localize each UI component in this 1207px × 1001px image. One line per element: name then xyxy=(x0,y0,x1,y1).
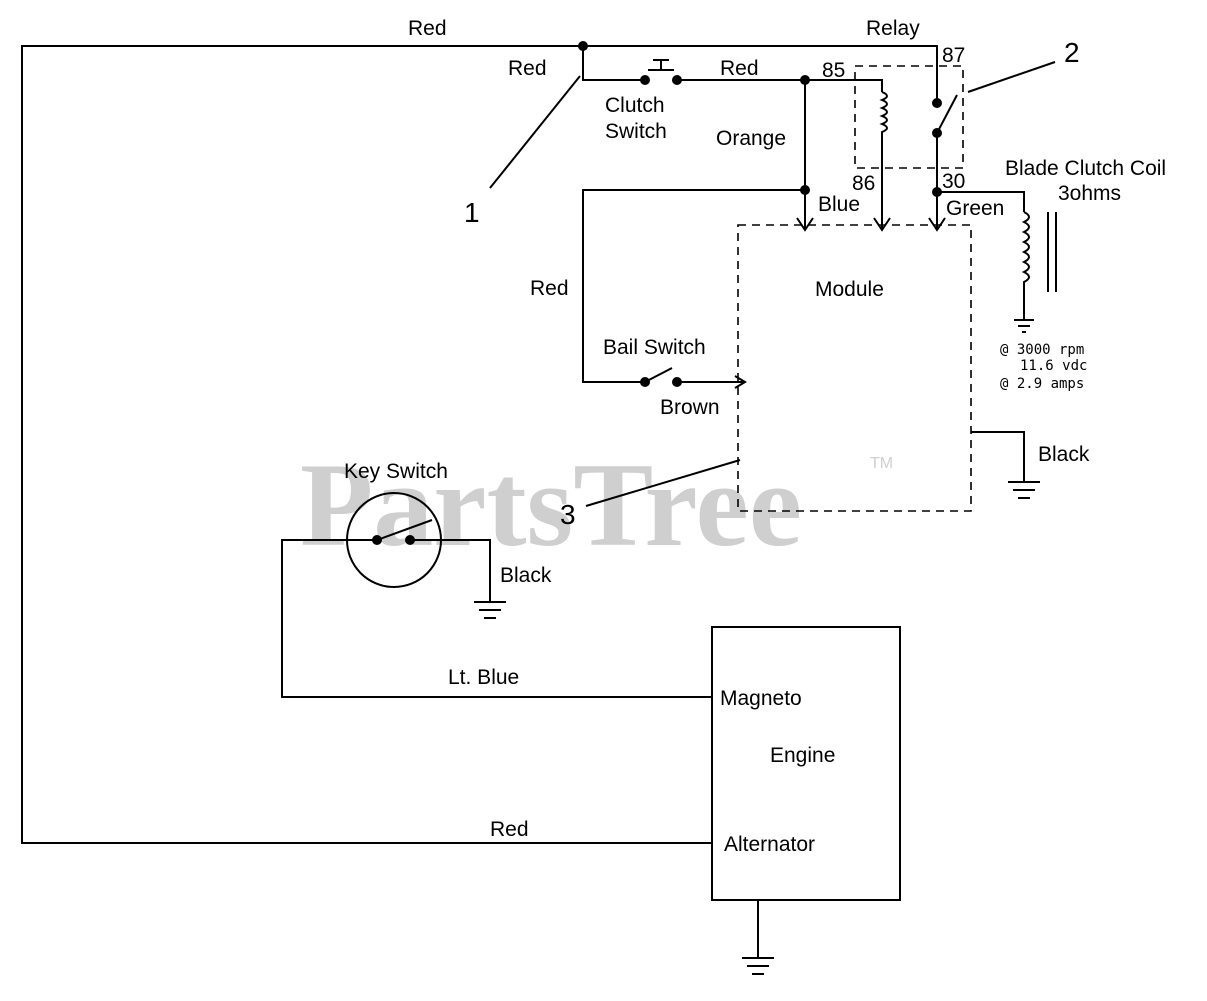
module-ground-icon xyxy=(1008,481,1040,499)
callout-1-leader xyxy=(489,75,581,189)
label-bail-switch: Bail Switch xyxy=(603,336,706,359)
label-red-85: Red xyxy=(720,57,759,80)
module-box xyxy=(737,224,972,512)
watermark-trademark: TM xyxy=(870,455,893,472)
label-pin-30: 30 xyxy=(942,170,965,193)
relay-box xyxy=(854,65,964,169)
relay-coil-icon xyxy=(879,91,888,228)
label-switch: Switch xyxy=(605,120,667,143)
label-3ohms: 3ohms xyxy=(1058,182,1121,205)
label-orange: Orange xyxy=(716,127,786,150)
callout-1: 1 xyxy=(464,197,480,228)
label-relay: Relay xyxy=(866,17,920,40)
engine-ground-icon xyxy=(742,957,774,975)
label-green: Green xyxy=(946,197,1004,220)
callout-2-leader xyxy=(967,61,1056,93)
spec-rpm: @ 3000 rpm xyxy=(1000,342,1084,358)
label-red-clutch: Red xyxy=(508,57,547,80)
label-clutch: Clutch xyxy=(605,94,665,117)
label-engine: Engine xyxy=(770,744,835,767)
label-alternator: Alternator xyxy=(724,833,815,856)
coil-core-icon xyxy=(1047,212,1057,292)
clutch-switch-terminal-b xyxy=(672,75,682,85)
label-pin-85: 85 xyxy=(822,59,845,82)
key-switch-arm xyxy=(376,519,433,541)
label-module: Module xyxy=(815,278,884,301)
green-wire xyxy=(937,191,1025,212)
bail-switch-terminal-b xyxy=(672,377,682,387)
label-red-bail: Red xyxy=(530,277,569,300)
spec-amps: @ 2.9 amps xyxy=(1000,376,1084,392)
relay-switch-arm xyxy=(936,94,958,134)
arrow-blue xyxy=(796,217,814,232)
clutch-switch-button-icon xyxy=(648,59,674,71)
module-black-wire xyxy=(971,431,1025,482)
label-key-black: Black xyxy=(500,564,552,587)
label-module-black: Black xyxy=(1038,443,1090,466)
bail-switch xyxy=(640,367,682,387)
red-to-clutch-wire xyxy=(582,46,643,81)
coil-ground-icon xyxy=(1014,319,1034,333)
clutch-switch-terminal-a xyxy=(640,75,650,85)
bail-switch-arm xyxy=(644,367,673,383)
label-pin-86: 86 xyxy=(852,172,875,195)
label-pin-87: 87 xyxy=(942,44,965,67)
label-top-red: Red xyxy=(408,17,447,40)
engine-box xyxy=(711,626,901,901)
red-bail-wire xyxy=(582,189,805,383)
label-brown: Brown xyxy=(660,396,720,419)
label-blue: Blue xyxy=(818,193,860,216)
callout-2: 2 xyxy=(1064,37,1080,68)
lt-blue-wire xyxy=(281,539,712,698)
label-key-switch: Key Switch xyxy=(344,460,448,483)
callout-3: 3 xyxy=(560,499,576,530)
label-blade-clutch: Blade Clutch Coil xyxy=(1005,157,1166,180)
wire-to-coil xyxy=(805,79,883,92)
key-black-wire xyxy=(410,539,491,602)
red-to-relay-87-wire xyxy=(583,45,938,100)
label-magneto: Magneto xyxy=(720,687,802,710)
clutch-switch xyxy=(640,59,682,85)
key-ground-icon xyxy=(474,601,506,619)
blade-clutch-coil-icon xyxy=(1021,211,1030,320)
callout-3-leader xyxy=(585,459,741,507)
brown-wire-arrow xyxy=(679,375,747,389)
spec-vdc: 11.6 vdc xyxy=(1020,358,1087,374)
red-main-wire xyxy=(21,45,712,844)
label-lt-blue: Lt. Blue xyxy=(448,666,519,689)
watermark: PartsTree xyxy=(300,438,802,571)
relay-contact-87 xyxy=(932,98,942,108)
arrow-86 xyxy=(873,217,891,232)
arrow-30 xyxy=(928,217,946,232)
label-bottom-red: Red xyxy=(490,818,529,841)
